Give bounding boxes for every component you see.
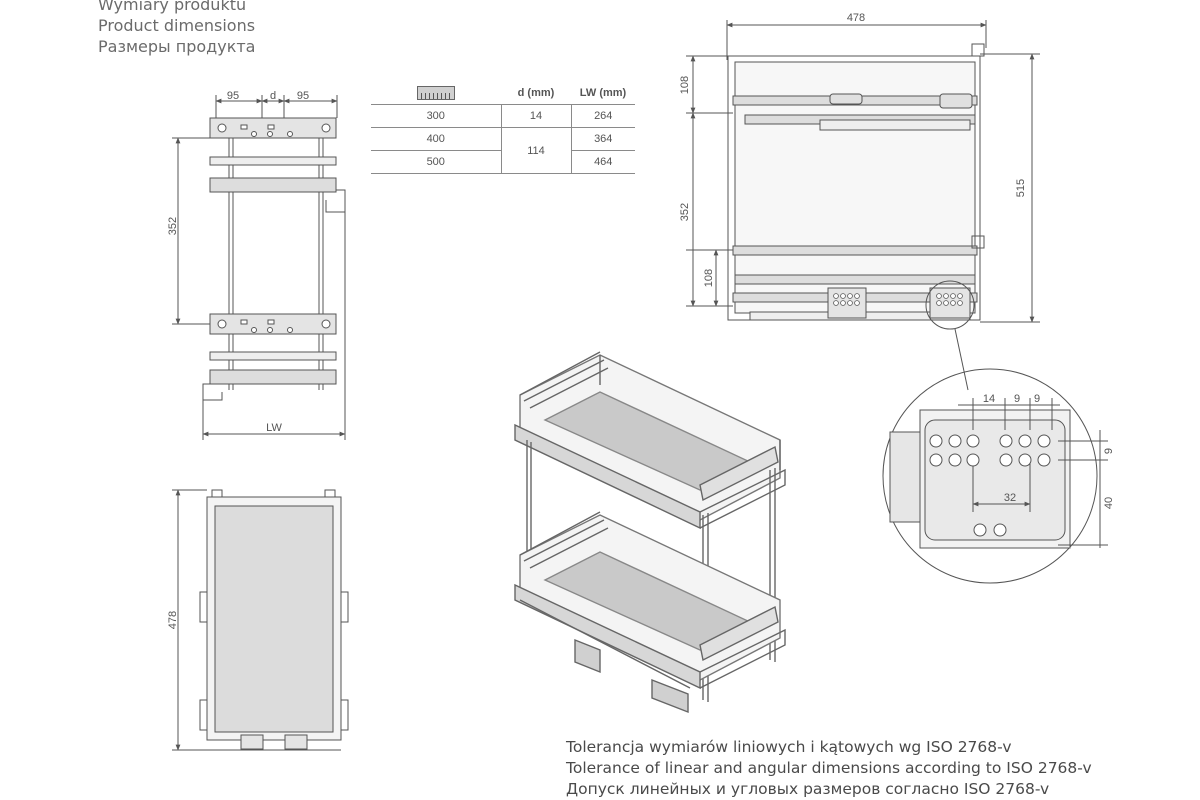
front-dim-mid: d xyxy=(270,90,276,102)
detail-view xyxy=(882,368,1108,584)
d-header: d (mm) xyxy=(517,87,555,99)
detail-dim-a: 14 xyxy=(983,393,995,405)
side-dim-basket-spacing: 352 xyxy=(679,203,691,221)
cell-width: 400 xyxy=(371,127,502,151)
detail-dim-hole-spacing: 32 xyxy=(1004,492,1016,504)
detail-dim-vertical-large: 40 xyxy=(1103,497,1115,509)
side-hole-pattern xyxy=(833,293,963,306)
cell-lw: 464 xyxy=(570,150,635,174)
tolerance-english: Tolerance of linear and angular dimensio… xyxy=(566,759,1092,777)
front-view xyxy=(172,95,346,440)
width-header xyxy=(371,82,501,105)
isometric-view xyxy=(514,351,786,714)
tolerance-russian: Допуск линейных и угловых размеров согла… xyxy=(566,780,1050,798)
cell-d: 114 xyxy=(500,127,572,174)
dimensions-table: d (mm) LW (mm) 300 14 264 400 114 364 50… xyxy=(371,82,635,174)
top-view xyxy=(172,489,349,751)
title-english: Product dimensions xyxy=(98,16,256,35)
title-block: Wymiary produktu Product dimensions Разм… xyxy=(98,0,255,57)
detail-dim-vertical-small: 9 xyxy=(1103,448,1115,454)
side-dim-depth: 478 xyxy=(847,12,865,24)
top-dim-depth: 478 xyxy=(167,611,179,629)
table-header-row: d (mm) LW (mm) xyxy=(371,82,635,105)
detail-dim-c: 9 xyxy=(1034,393,1040,405)
front-dim-left: 95 xyxy=(227,90,239,102)
side-dim-bottom-offset: 108 xyxy=(703,269,715,287)
lw-header: LW (mm) xyxy=(579,87,627,99)
side-dim-top-offset: 108 xyxy=(679,76,691,94)
side-view xyxy=(686,20,1040,391)
front-dim-right: 95 xyxy=(297,90,309,102)
front-dim-width: LW xyxy=(266,422,282,434)
title-russian: Размеры продукта xyxy=(98,37,256,56)
ruler-icon xyxy=(417,86,455,100)
cell-lw: 264 xyxy=(570,104,635,128)
front-dim-height: 352 xyxy=(167,217,179,235)
title-polish: Wymiary produktu xyxy=(98,0,247,14)
table-row: 400 114 364 xyxy=(371,127,635,174)
tolerance-polish: Tolerancja wymiarów liniowych i kątowych… xyxy=(566,738,1012,756)
tolerance-note: Tolerancja wymiarów liniowych i kątowych… xyxy=(566,737,1092,800)
cell-width: 500 xyxy=(371,150,502,174)
detail-dim-b: 9 xyxy=(1014,393,1020,405)
side-dim-total-height: 515 xyxy=(1015,179,1027,197)
table-row: 500 464 xyxy=(371,150,635,174)
detail-hole-pattern xyxy=(929,434,1051,537)
